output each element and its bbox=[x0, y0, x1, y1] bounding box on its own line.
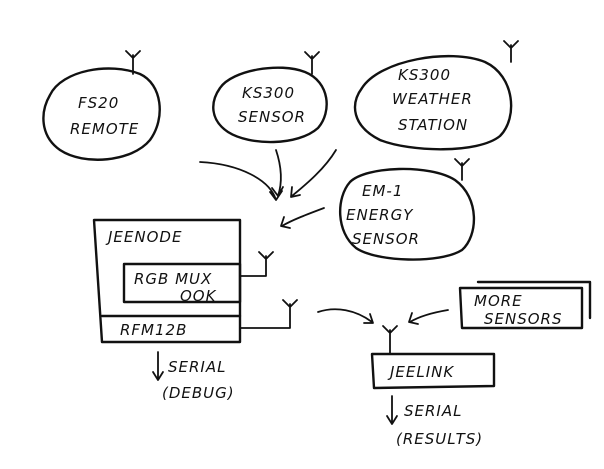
jeelink-serial-label-1: SERIAL bbox=[404, 402, 462, 420]
em1-label-2: ENERGY bbox=[346, 206, 414, 224]
fs20-label-2: REMOTE bbox=[70, 120, 139, 138]
jeenode-to-jeelink-arrow bbox=[317, 308, 374, 324]
fs20-label-1: FS20 bbox=[78, 94, 119, 112]
ks300-station-label-2: WEATHER bbox=[392, 90, 473, 108]
fs20-antenna-icon bbox=[125, 50, 141, 75]
jeenode-inner-label-2: OOK bbox=[180, 287, 217, 305]
incoming-arrows bbox=[199, 149, 337, 229]
jeelink-serial-output: SERIAL (RESULTS) bbox=[386, 395, 483, 448]
ks300-station-node: KS300 WEATHER STATION bbox=[353, 40, 519, 151]
jeenode-rfm-label: RFM12B bbox=[120, 321, 187, 339]
more-sensors-label-2: SENSORS bbox=[484, 310, 563, 328]
jeelink-serial-arrow-icon bbox=[386, 395, 398, 425]
jeenode-title: JEENODE bbox=[105, 228, 182, 246]
jeelink-serial-label-2: (RESULTS) bbox=[396, 430, 483, 448]
jeenode-antenna-icon bbox=[239, 251, 274, 277]
jeenode-serial-label-2: (DEBUG) bbox=[162, 384, 235, 402]
more-sensors-to-jeelink-arrow bbox=[408, 309, 449, 325]
more-sensors-box: MORE SENSORS bbox=[458, 280, 592, 330]
jeenode-serial-output: SERIAL (DEBUG) bbox=[152, 351, 235, 402]
em1-node: EM-1 ENERGY SENSOR bbox=[338, 158, 476, 261]
ks300-sensor-label-2: SENSOR bbox=[238, 108, 306, 126]
ks300-sensor-label-1: KS300 bbox=[242, 84, 295, 102]
em1-label-3: SENSOR bbox=[352, 230, 420, 248]
jeenode-rfm-antenna-icon bbox=[239, 299, 298, 329]
jeelink-label: JEELINK bbox=[387, 363, 454, 381]
ks300-sensor-node: KS300 SENSOR bbox=[212, 51, 328, 144]
jeelink-antenna-icon bbox=[382, 325, 398, 355]
jeenode-inner-label-1: RGB MUX bbox=[134, 270, 212, 288]
em1-antenna-icon bbox=[454, 158, 470, 181]
fs20-remote-node: FS20 REMOTE bbox=[42, 50, 161, 161]
more-sensors-label-1: MORE bbox=[474, 292, 523, 310]
ks300-station-antenna-icon bbox=[503, 40, 519, 63]
jeenode-serial-label-1: SERIAL bbox=[168, 358, 226, 376]
ks300-station-label-3: STATION bbox=[398, 116, 468, 134]
ks300-sensor-antenna-icon bbox=[304, 51, 320, 75]
jeenode-box: JEENODE RGB MUX OOK RFM12B bbox=[92, 218, 298, 344]
em1-label-1: EM-1 bbox=[362, 182, 403, 200]
jeelink-box: JEELINK bbox=[370, 325, 496, 390]
jeenode-serial-arrow-icon bbox=[152, 351, 164, 381]
ks300-station-label-1: KS300 bbox=[398, 66, 451, 84]
